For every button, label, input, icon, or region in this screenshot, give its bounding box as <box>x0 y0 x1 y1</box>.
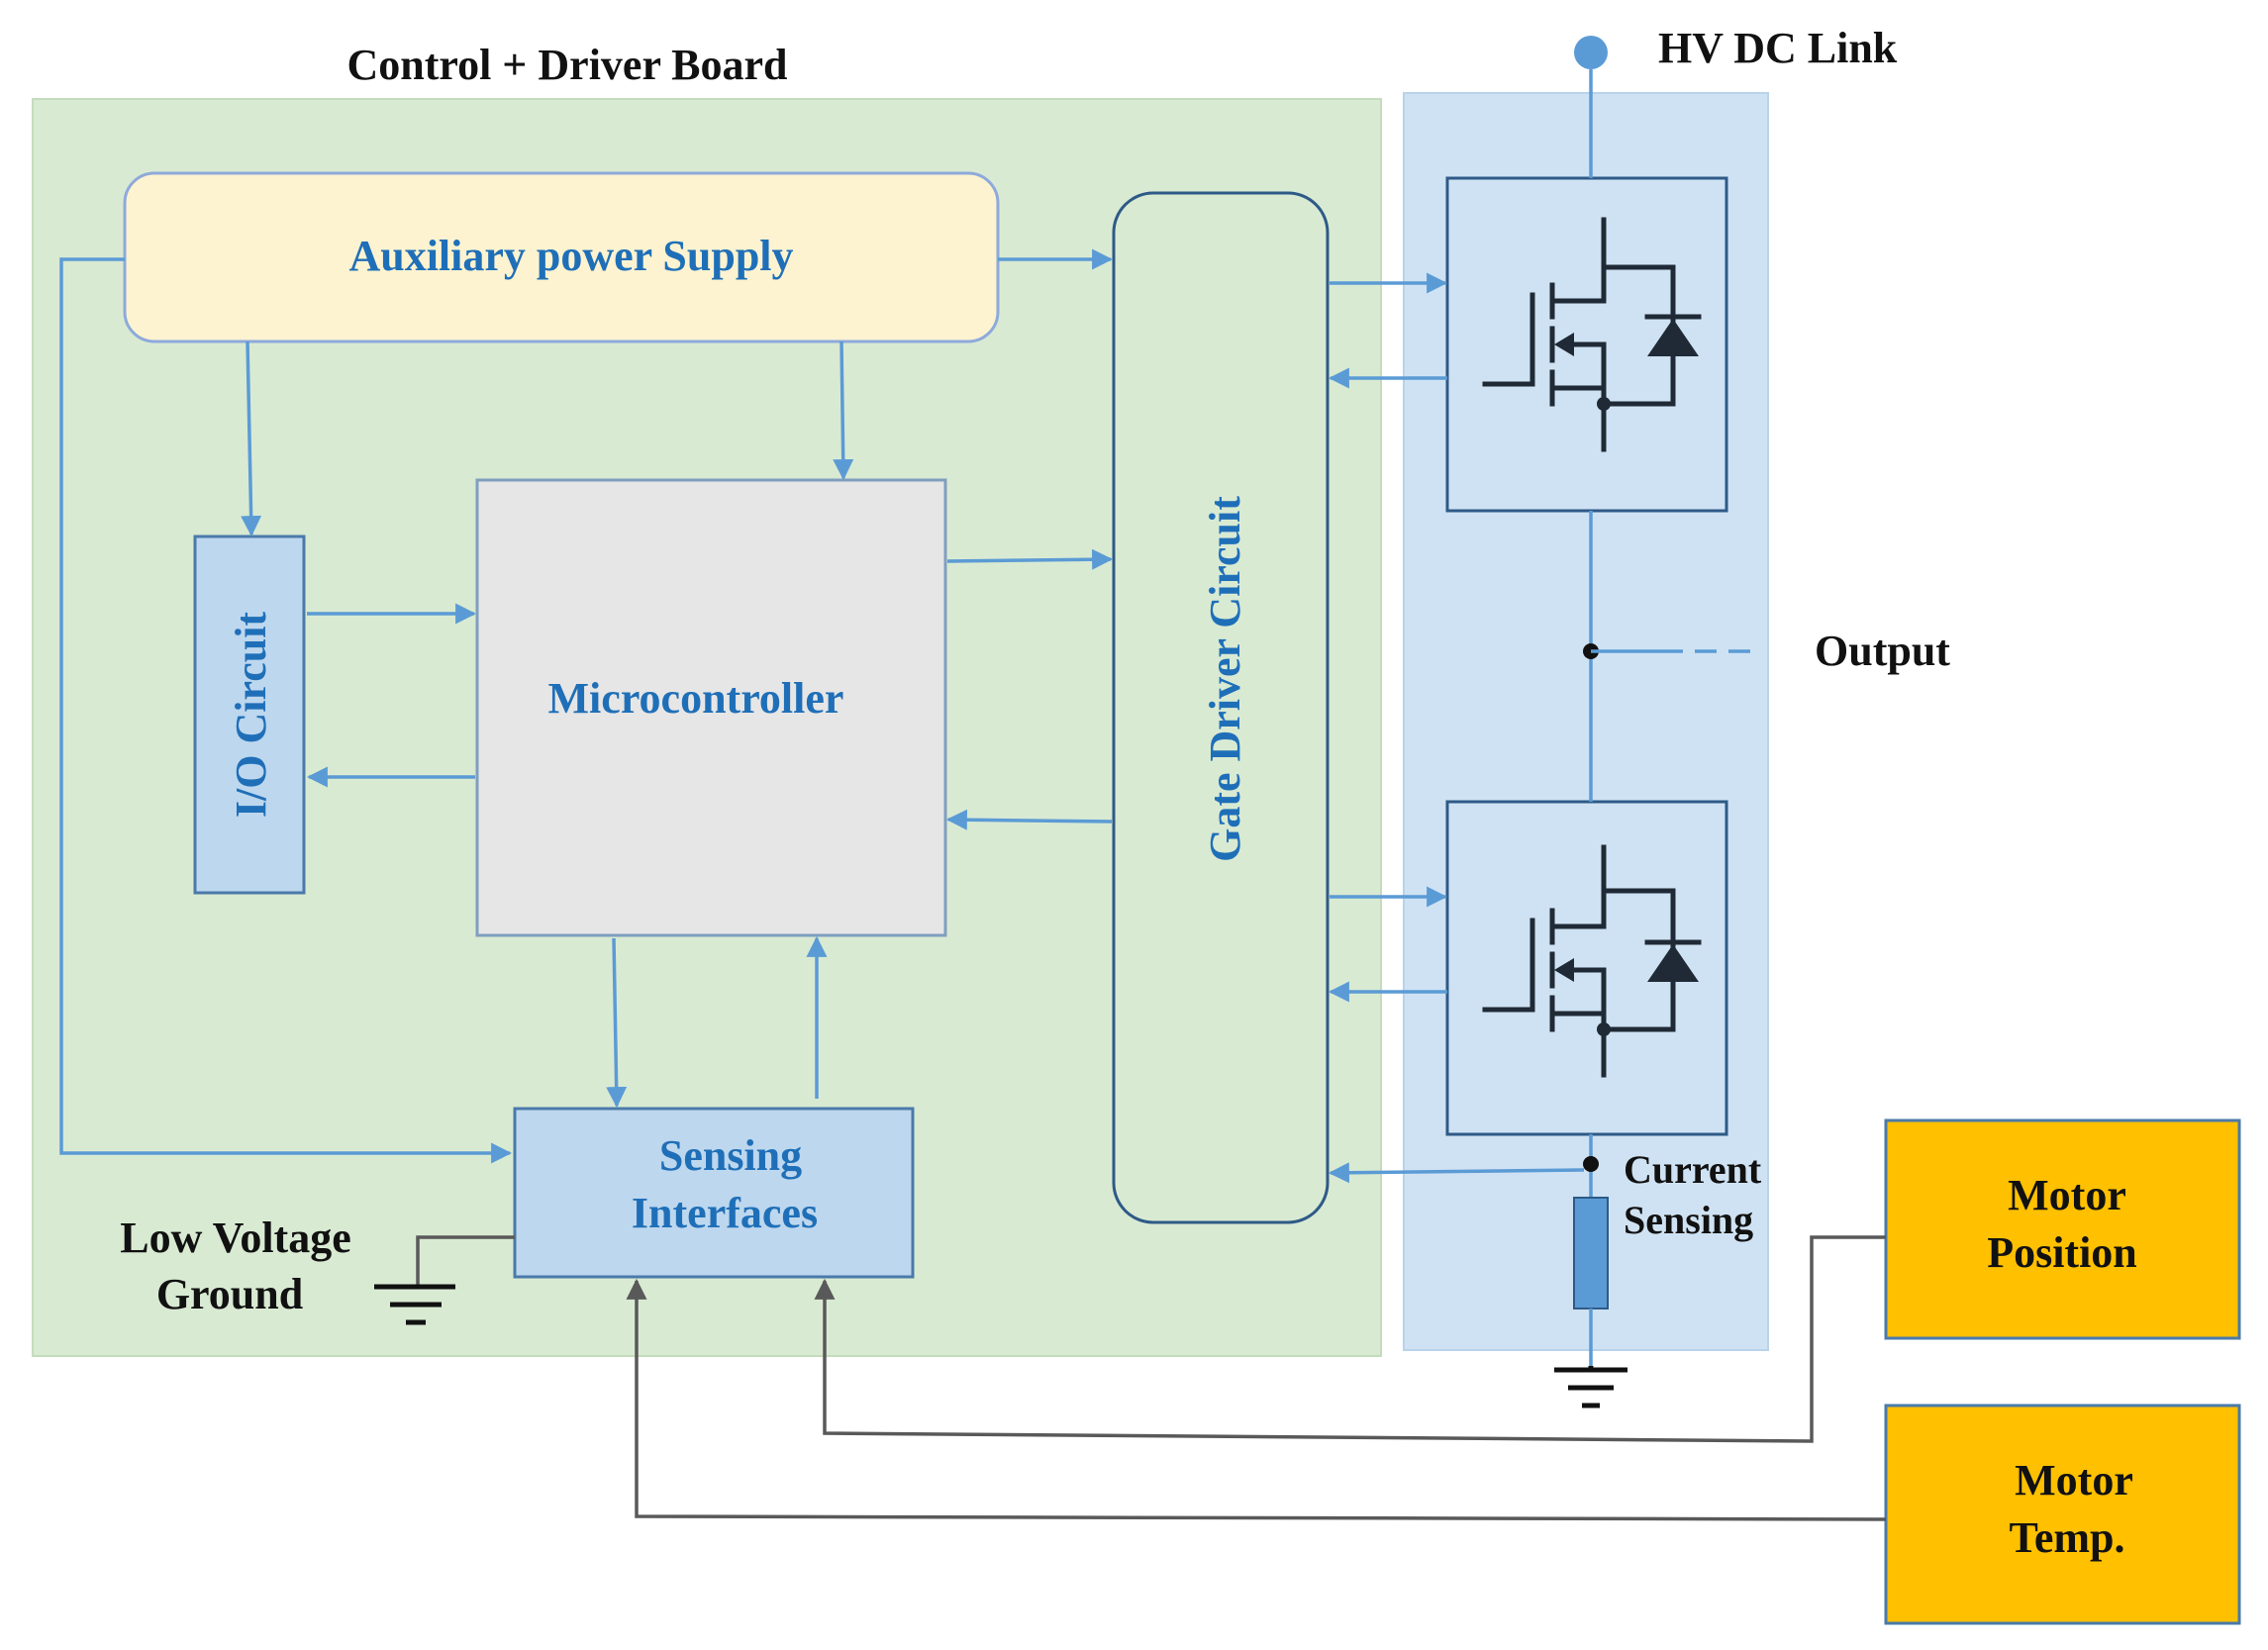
output-label: Output <box>1815 627 1950 675</box>
current-sensing-label-line1: Current <box>1624 1147 1762 1192</box>
low-voltage-ground-icon <box>374 1284 455 1325</box>
current-sense-node-icon <box>1583 1156 1599 1172</box>
motor-temp-block <box>1884 1404 2241 1625</box>
aux-to-io-arrow <box>241 340 262 537</box>
current-sense-to-gate-driver-arrow <box>1328 1162 1585 1184</box>
hv-dc-link-label: HV DC Link <box>1658 24 1898 72</box>
aux-power-supply-block <box>123 171 1000 343</box>
aux-to-mcu-arrow <box>833 340 854 481</box>
gate-driver-to-mcu-arrow <box>945 809 1113 830</box>
aux-power-supply-label: Auxiliary power Supply <box>348 232 793 280</box>
current-shunt-resistor-icon <box>1573 1197 1609 1310</box>
motor-position-to-sensing-arrow <box>814 1235 1886 1443</box>
aux-to-sensing-arrow <box>59 257 513 1164</box>
low-voltage-ground-wire <box>416 1235 515 1285</box>
power-ground-icon <box>1554 1366 1627 1408</box>
microcontroller-block <box>475 478 947 937</box>
current-sensing-label-line2: Sensing <box>1624 1198 1753 1242</box>
motor-position-label-line2: Position <box>1987 1228 2137 1277</box>
sensing-interfaces-label-line1: Sensing <box>659 1131 802 1180</box>
hv-dc-link-terminal-icon <box>1574 36 1608 69</box>
low-side-mosfet-icon <box>1482 844 1702 1078</box>
io-circuit-block <box>193 534 306 895</box>
low-voltage-ground-label-line2: Ground <box>156 1270 303 1318</box>
board-title: Control + Driver Board <box>346 41 787 89</box>
high-side-mosfet-icon <box>1482 217 1702 452</box>
low-voltage-ground-label-line1: Low Voltage <box>120 1213 350 1262</box>
sensing-interfaces-label-line2: Interfaces <box>632 1189 818 1237</box>
sensing-interfaces-block <box>513 1107 915 1279</box>
gate-driver-label: Gate Driver Circuit <box>1201 496 1249 862</box>
gate-driver-block <box>1112 191 1330 1224</box>
motor-temp-label-line2: Temp. <box>2010 1513 2125 1562</box>
mcu-to-sensing-arrow <box>606 937 628 1109</box>
motor-position-block <box>1884 1118 2241 1340</box>
motor-temp-label-line1: Motor <box>2015 1456 2133 1504</box>
mcu-to-gate-driver-arrow <box>946 548 1114 570</box>
motor-temp-to-sensing-arrow <box>626 1278 1887 1521</box>
io-circuit-label: I/O Circuit <box>227 612 275 819</box>
microcontroller-label: Microcontroller <box>548 674 844 723</box>
motor-position-label-line1: Motor <box>2008 1171 2126 1219</box>
